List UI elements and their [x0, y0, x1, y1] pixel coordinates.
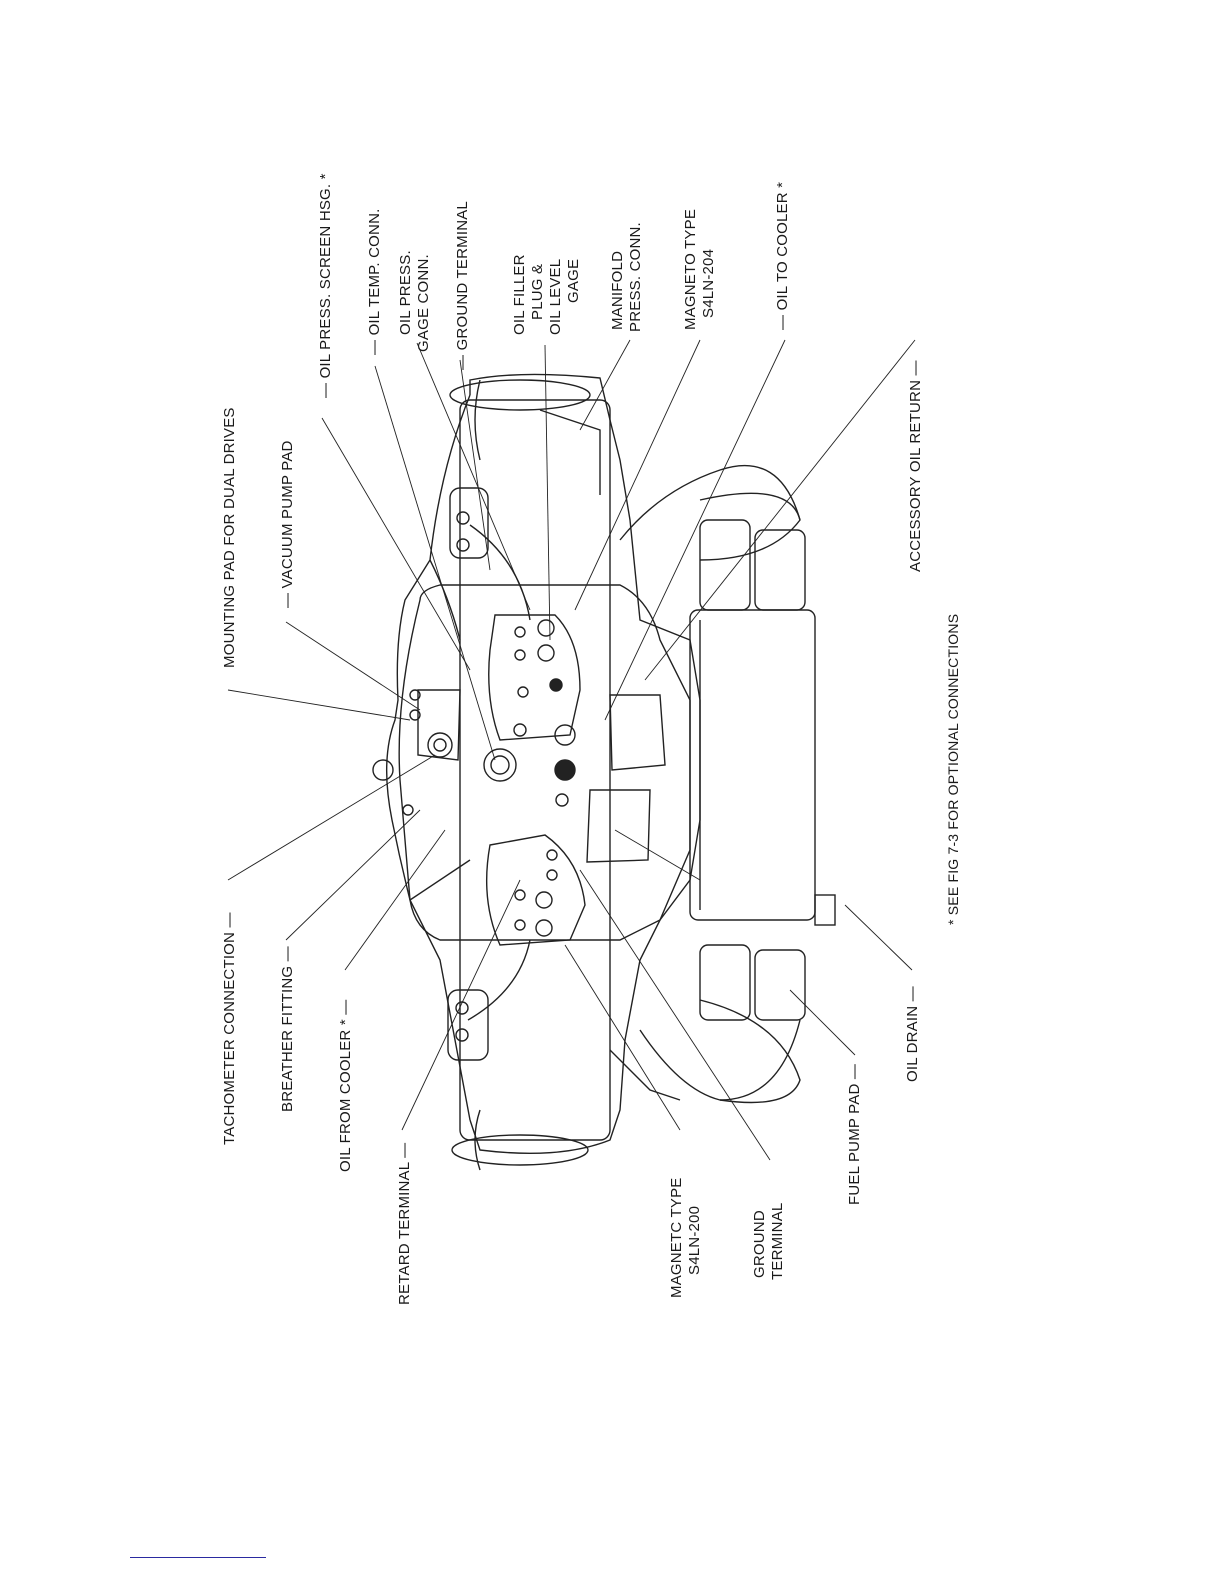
magneto-right	[488, 614, 581, 741]
label-breather-fitting: BREATHER FITTING —	[279, 946, 296, 1112]
footer-rule	[130, 1557, 266, 1558]
label-oil-drain: OIL DRAIN —	[904, 986, 921, 1082]
label-oil-press-gage-conn-2: GAGE CONN.	[415, 254, 432, 352]
label-oil-filler-4: GAGE	[565, 258, 582, 303]
label-vacuum-pump-pad: — VACUUM PUMP PAD	[279, 440, 296, 608]
label-oil-press-gage-conn-1: OIL PRESS.	[397, 250, 414, 335]
intake-tubes	[447, 409, 681, 1101]
label-magneto-type-left-2: S4LN-200	[686, 1205, 703, 1275]
label-oil-temp-conn: — OIL TEMP. CONN.	[366, 208, 383, 356]
label-oil-to-cooler: — OIL TO COOLER *	[774, 181, 791, 330]
label-magneto-type-left-1: MAGNETC TYPE	[668, 1177, 685, 1298]
label-oil-filler-2: PLUG &	[529, 263, 546, 320]
hoses	[619, 464, 806, 1101]
pump-pads	[417, 689, 666, 863]
label-ground-terminal-top: — GROUND TERMINAL	[454, 201, 471, 370]
label-mounting-pad-dual-drives: MOUNTING PAD FOR DUAL DRIVES	[221, 407, 238, 668]
oil-sump	[689, 492, 836, 1104]
label-oil-from-cooler: OIL FROM COOLER * —	[337, 999, 354, 1172]
label-fuel-pump-pad: FUEL PUMP PAD —	[846, 1063, 863, 1205]
accessory-case	[372, 584, 691, 941]
tach-drive	[402, 689, 576, 816]
label-oil-filler-3: OIL LEVEL	[547, 258, 564, 335]
label-footnote-optional-connections: * SEE FIG 7-3 FOR OPTIONAL CONNECTIONS	[945, 613, 961, 925]
label-oil-press-screen-hsg: — OIL PRESS. SCREEN HSG. *	[317, 173, 334, 398]
label-retard-terminal: RETARD TERMINAL —	[396, 1142, 413, 1305]
label-magneto-type-right-1: MAGNETO TYPE	[682, 208, 699, 330]
label-ground-terminal-bottom-2: TERMINAL	[769, 1202, 786, 1280]
label-oil-filler-1: OIL FILLER	[511, 254, 528, 335]
label-manifold-2: PRESS. CONN.	[627, 222, 644, 332]
label-ground-terminal-bottom-1: GROUND	[751, 1210, 768, 1278]
label-accessory-oil-return: ACCESSORY OIL RETURN —	[907, 360, 924, 572]
label-tachometer-connection: TACHOMETER CONNECTION —	[221, 912, 238, 1145]
label-magneto-type-right-2: S4LN-204	[700, 248, 717, 318]
label-manifold-1: MANIFOLD	[609, 250, 626, 330]
magneto-left	[485, 834, 586, 946]
leader-lines	[227, 339, 916, 1161]
engine-outline	[385, 373, 701, 1171]
